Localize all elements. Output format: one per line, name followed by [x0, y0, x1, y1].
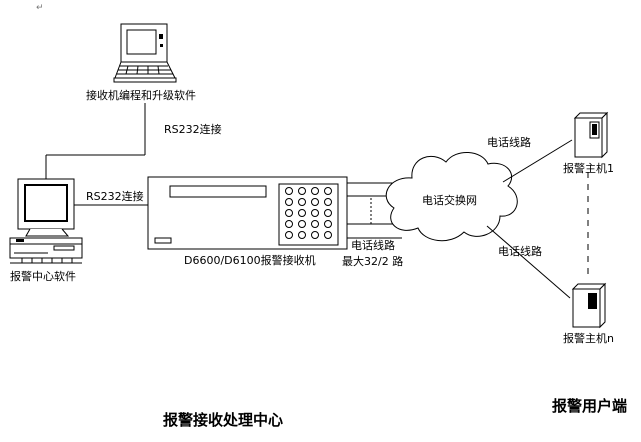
keypad-key [324, 198, 332, 206]
center-software-label: 报警中心软件 [10, 270, 76, 283]
keypad-key [324, 209, 332, 217]
rs232-links [45, 103, 150, 206]
keypad-key [298, 231, 306, 239]
keypad-key [311, 220, 319, 228]
keypad-key [311, 187, 319, 195]
keypad-key [324, 187, 332, 195]
laptop-icon [113, 23, 177, 83]
keypad-key [298, 209, 306, 217]
keypad-key [324, 220, 332, 228]
workstation-icon [9, 178, 83, 264]
keypad-key [285, 220, 293, 228]
host-phone-lines [486, 139, 589, 299]
user-title: 报警用户端 [552, 397, 628, 415]
max-lines-label: 最大32/2 路 [342, 255, 404, 268]
keypad-key [311, 231, 319, 239]
return-mark: ↵ [36, 3, 44, 13]
phone-line-bottom-label: 电话线路 [498, 245, 542, 258]
center-title: 报警接收处理中心 [163, 411, 284, 429]
alarm-host-n-icon [571, 282, 607, 329]
phone-line-left-label: 电话线路 [351, 239, 395, 252]
receiver-keypad [285, 187, 332, 239]
keypad-key [298, 198, 306, 206]
alarm-host-n-label: 报警主机n [563, 332, 614, 345]
keypad-key [311, 209, 319, 217]
keypad-key [298, 220, 306, 228]
cloud-label: 电话交换网 [422, 194, 477, 207]
alarm-host-1-icon [573, 111, 609, 159]
keypad-key [285, 198, 293, 206]
keypad-key [324, 231, 332, 239]
programming-software-label: 接收机编程和升级软件 [86, 89, 196, 102]
receiver-name-label: D6600/D6100报警接收机 [184, 254, 316, 267]
keypad-key [285, 187, 293, 195]
rs232-top-label: RS232连接 [164, 123, 222, 136]
phone-line-top-label: 电话线路 [487, 136, 531, 149]
keypad-key [285, 231, 293, 239]
keypad-key [311, 198, 319, 206]
keypad-key [285, 209, 293, 217]
alarm-host-1-label: 报警主机1 [563, 162, 614, 175]
rs232-left-label: RS232连接 [86, 190, 144, 203]
telephone-network-cloud [385, 152, 518, 242]
keypad-key [298, 187, 306, 195]
